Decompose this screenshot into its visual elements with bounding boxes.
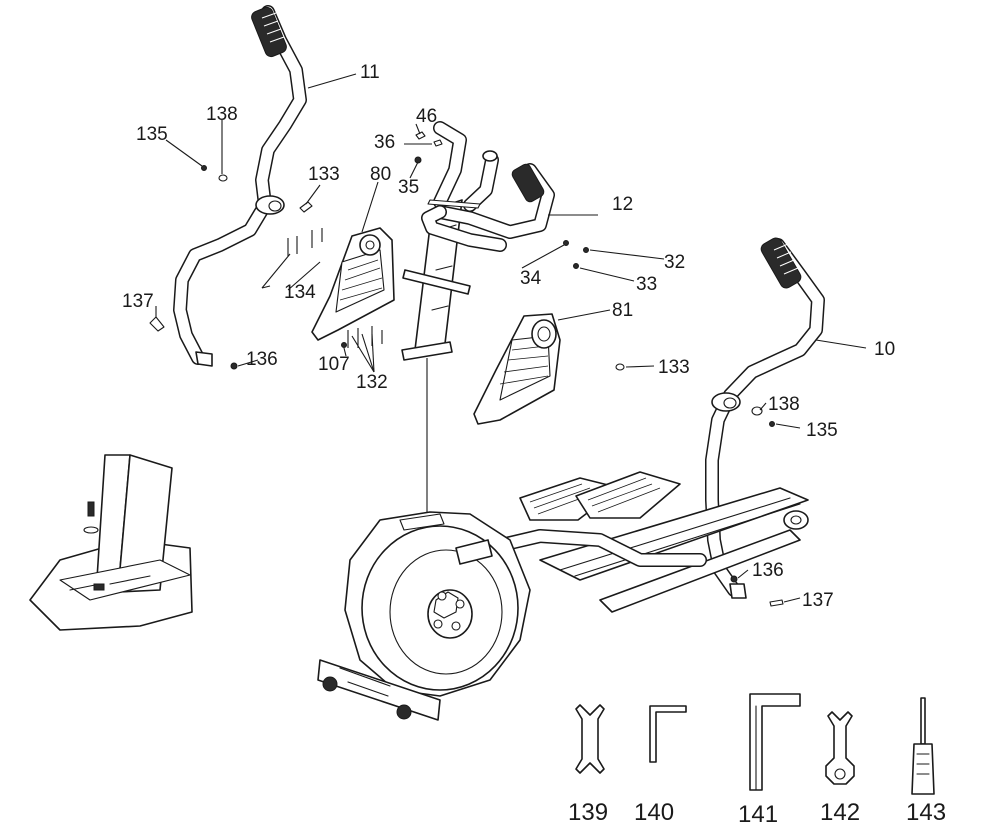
- label-12: 12: [612, 194, 633, 215]
- label-107: 107: [318, 354, 350, 375]
- label-134: 134: [284, 282, 316, 303]
- tool-139-double-wrench: [576, 705, 604, 773]
- label-135-left: 135: [136, 124, 168, 145]
- tool-142-wrench: [826, 712, 854, 784]
- right-cover-part-81: [474, 314, 560, 424]
- label-137-right: 137: [802, 590, 834, 611]
- label-142: 142: [820, 799, 860, 826]
- label-132: 132: [356, 372, 388, 393]
- label-140: 140: [634, 799, 674, 826]
- label-136-right: 136: [752, 560, 784, 581]
- label-46: 46: [416, 106, 437, 127]
- label-136-left: 136: [246, 349, 278, 370]
- label-80: 80: [370, 164, 391, 185]
- tool-143-screwdriver: [912, 698, 934, 794]
- label-139: 139: [568, 799, 608, 826]
- label-34: 34: [520, 268, 542, 289]
- part-labels: 11 138 135 133 80 46 36 35 12 32 34 33 1…: [122, 62, 895, 611]
- label-11: 11: [360, 62, 380, 83]
- label-32: 32: [664, 252, 685, 273]
- tool-labels: 139 140 141 142 143: [568, 799, 946, 828]
- left-cover-part-80: [312, 228, 394, 340]
- left-handlebar-part-11: [180, 6, 300, 366]
- label-133-right: 133: [658, 357, 690, 378]
- label-143: 143: [906, 799, 946, 826]
- label-133-left: 133: [308, 164, 340, 185]
- tool-140-hex-key: [650, 706, 686, 762]
- label-135-right: 135: [806, 420, 838, 441]
- label-36: 36: [374, 132, 395, 153]
- label-138-left: 138: [206, 104, 238, 125]
- label-138-right: 138: [768, 394, 800, 415]
- label-141: 141: [738, 801, 778, 828]
- label-35: 35: [398, 177, 419, 198]
- label-33: 33: [636, 274, 657, 295]
- tool-141-large-hex-key: [750, 694, 800, 790]
- label-10: 10: [874, 339, 895, 360]
- label-137-left: 137: [122, 291, 154, 312]
- hardware-left: [150, 166, 322, 370]
- label-81: 81: [612, 300, 633, 321]
- inset-detail-view: [30, 455, 192, 630]
- bolts-107-132: [342, 326, 383, 348]
